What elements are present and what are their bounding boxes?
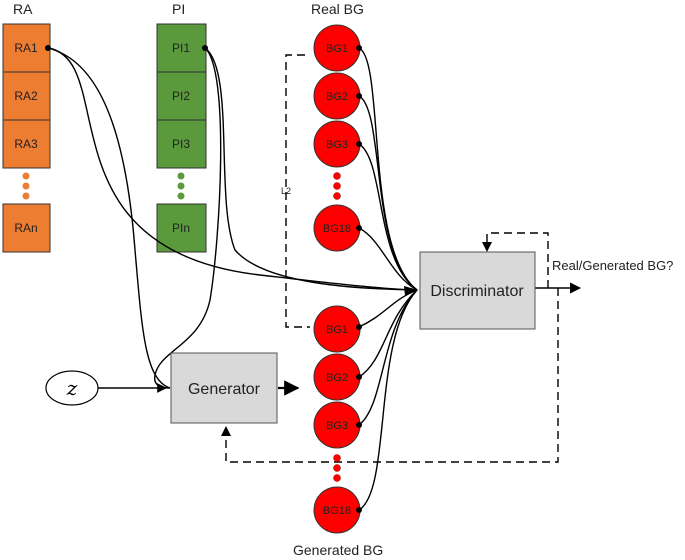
- gen-bg-label-2: BG2: [326, 372, 348, 384]
- real-bg18-connector-dot: [356, 225, 362, 231]
- gen-bg18-connector-dot: [356, 507, 362, 513]
- pi-header: PI: [172, 1, 185, 17]
- generated-bg-column: BG1 BG2 BG3 BG18: [313, 305, 362, 534]
- real-bg-ellipsis-dot: [333, 182, 341, 190]
- real-bg3-line: [358, 143, 418, 291]
- real-bg-header: Real BG: [311, 1, 364, 17]
- real-bg-ellipsis-dot: [333, 172, 341, 180]
- real-bg1-connector-dot: [356, 45, 362, 51]
- gen-bg2-line: [358, 289, 418, 378]
- real-bg-label-18: BG18: [323, 223, 351, 235]
- ra-block-1: [2, 23, 51, 73]
- ra-to-generator-line: [47, 47, 171, 389]
- feedback-loops: [225, 54, 559, 463]
- ra-block-2: [2, 71, 51, 121]
- discriminator-feedback-arrowhead: [482, 242, 492, 252]
- pi-ellipsis-dot: [177, 192, 185, 200]
- ra-block-3: [2, 119, 51, 169]
- real-bg2-connector-dot: [356, 93, 362, 99]
- l2-label: L2: [281, 186, 291, 196]
- real-bg1-line: [358, 47, 418, 291]
- generator-feedback-loop: [225, 288, 559, 463]
- generator-label: Generator: [188, 381, 261, 398]
- discriminator-input-arrowhead: [404, 286, 418, 296]
- discriminator-label: Discriminator: [430, 283, 524, 300]
- pi-label-3: PI3: [172, 137, 190, 151]
- real-bg-label-1: BG1: [326, 43, 348, 55]
- ra-label-1: RA1: [14, 41, 38, 55]
- discriminator-feedback-loop: [486, 232, 549, 288]
- noise-z-node: [45, 370, 99, 406]
- real-bg-label-3: BG3: [326, 139, 348, 151]
- pi-block-2: [156, 71, 207, 121]
- noise-z-label: z: [66, 376, 78, 400]
- pi-block-n: [156, 203, 207, 253]
- ra-ellipsis-dot: [22, 172, 30, 180]
- gen-bg3-connector-dot: [356, 422, 362, 428]
- ra-label-2: RA2: [14, 89, 38, 103]
- gen-bg1-connector-dot: [356, 324, 362, 330]
- gen-bg-label-18: BG18: [323, 505, 351, 517]
- real-bg3-connector-dot: [356, 141, 362, 147]
- pi-label-n: PIn: [172, 221, 190, 235]
- real-bg-label-2: BG2: [326, 91, 348, 103]
- ra-column: RA1 RA2 RA3 RAn: [2, 23, 51, 253]
- gen-bg18-line: [358, 289, 418, 511]
- ra-label-n: RAn: [14, 221, 37, 235]
- generator-box: [170, 352, 278, 424]
- ra-ellipsis-dot: [22, 192, 30, 200]
- pi-ellipsis-dot: [177, 172, 185, 180]
- pi-label-2: PI2: [172, 89, 190, 103]
- ra-header: RA: [13, 1, 33, 17]
- generator-inputs: [47, 47, 222, 393]
- pi-to-discriminator-line: [204, 47, 418, 291]
- gen-bg-label-3: BG3: [326, 420, 348, 432]
- gen-bg-ellipsis-dot: [333, 474, 341, 482]
- discriminator-box: [419, 251, 536, 330]
- pi-ellipsis-dot: [177, 182, 185, 190]
- real-bg-ellipsis-dot: [333, 192, 341, 200]
- pi-block-1: [156, 23, 207, 73]
- generator-feedback-arrowhead: [221, 426, 231, 436]
- ra-label-3: RA3: [14, 137, 38, 151]
- gen-bg-ellipsis-dot: [333, 464, 341, 472]
- ra-block-n: [2, 203, 51, 253]
- pi-block-3: [156, 119, 207, 169]
- gen-bg-ellipsis-dot: [333, 454, 341, 462]
- gen-bg3-line: [358, 289, 418, 426]
- output-label: Real/Generated BG?: [552, 258, 673, 273]
- ra-to-discriminator-line: [47, 47, 418, 291]
- real-bg-column: BG1 BG2 BG3 BG18: [313, 24, 362, 252]
- gen-bg1-line: [358, 289, 418, 328]
- pi-column: PI1 PI2 PI3 PIn: [156, 23, 208, 253]
- pi-label-1: PI1: [172, 41, 190, 55]
- l2-loss-bracket: [285, 54, 310, 328]
- generated-bg-header: Generated BG: [293, 542, 383, 558]
- gen-bg-label-1: BG1: [326, 324, 348, 336]
- pi-to-generator-line: [153, 47, 222, 389]
- gen-bg2-connector-dot: [356, 374, 362, 380]
- discriminator-inputs: [47, 47, 418, 511]
- real-bg18-line: [358, 227, 418, 291]
- ra-ellipsis-dot: [22, 182, 30, 190]
